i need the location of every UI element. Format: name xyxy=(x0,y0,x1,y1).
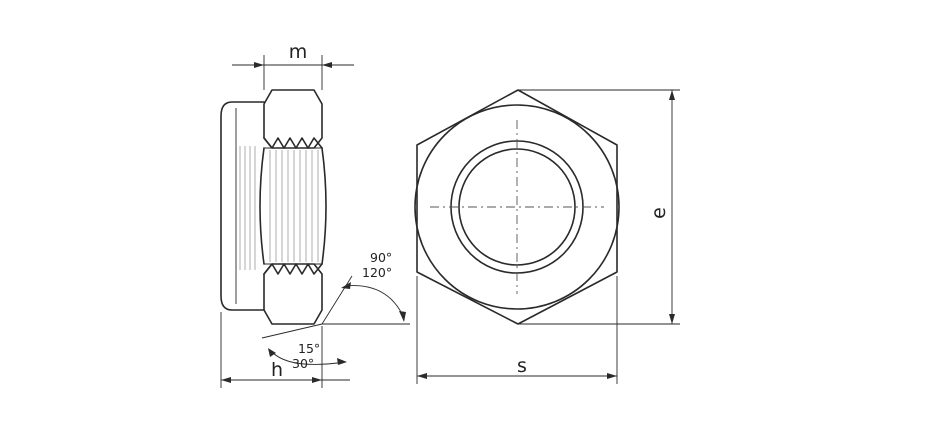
thread-teeth-bottom xyxy=(263,263,323,275)
angle-90: 90° xyxy=(370,250,392,265)
dimension-e: e xyxy=(518,89,680,325)
thread-teeth-top xyxy=(263,137,323,149)
hex-lower xyxy=(263,263,323,325)
angle-30: 30° xyxy=(292,356,314,371)
label-m: m xyxy=(289,41,308,63)
thread-hatching xyxy=(239,146,319,270)
dimension-m: m xyxy=(232,41,354,90)
label-e: e xyxy=(648,207,670,219)
side-view: m h 90° 120° 15° 30° xyxy=(220,41,410,388)
dimension-s: s xyxy=(416,276,618,384)
bore-inner-circle xyxy=(458,148,576,266)
hex-middle xyxy=(259,147,327,265)
angle-15: 15° xyxy=(298,341,320,356)
chamfer-circle xyxy=(414,104,620,310)
collar-outline xyxy=(220,101,265,311)
angle-annotation-lower: 15° 30° xyxy=(261,323,347,371)
front-view: s e xyxy=(414,89,680,384)
angle-annotation-upper: 90° 120° xyxy=(321,250,410,325)
angle-120: 120° xyxy=(362,265,392,280)
label-s: s xyxy=(517,355,527,377)
label-h: h xyxy=(271,359,283,381)
dimension-h: h xyxy=(220,312,350,388)
